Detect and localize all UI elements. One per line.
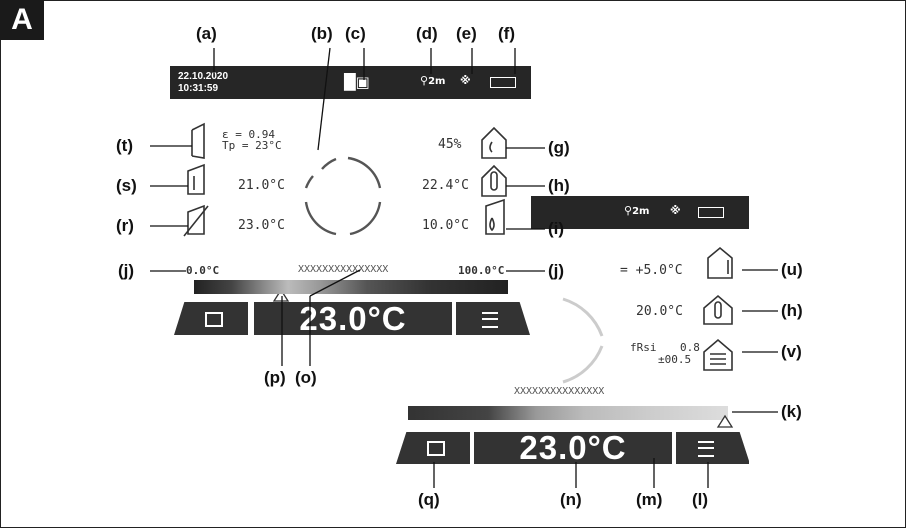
menu-icon [698, 441, 714, 457]
screen-b-icons [703, 246, 733, 371]
zoom-value: 2m [632, 206, 650, 217]
mean-temp-icon [183, 204, 209, 237]
callout-k: (k) [781, 402, 802, 421]
callout-p: (p) [264, 368, 286, 387]
menu-icon-a [482, 312, 498, 328]
measuring-circle-b [562, 297, 604, 384]
color-scale-bar-a [194, 280, 508, 294]
callout-f: (f) [498, 24, 515, 43]
zoom-icon: ⚲2m [624, 204, 650, 217]
time-value: 10:31:59 [178, 83, 219, 94]
temperature-readout-a: 23.0°C [254, 300, 452, 337]
callout-m: (m) [636, 490, 663, 509]
frsi-label: fRsi [630, 341, 657, 354]
date-value: 22.10.2020 [178, 71, 229, 82]
humidity-value: 45% [438, 137, 462, 152]
dew-point-value: 10.0°C [422, 218, 469, 233]
ambient-temp-value-b: 20.0°C [636, 304, 683, 319]
gallery-button-a[interactable] [174, 302, 248, 335]
hint-text-a: XXXXXXXXXXXXXXX [298, 264, 389, 275]
callout-h-a: (h) [548, 176, 570, 195]
callout-u: (u) [781, 260, 803, 279]
scale-max-value: 100.0°C [458, 264, 505, 277]
measuring-circle-a [304, 156, 382, 236]
house-thermo-icon [707, 246, 733, 279]
callout-d: (d) [416, 24, 438, 43]
callout-v: (v) [781, 342, 802, 361]
menu-button-a[interactable] [456, 302, 530, 335]
dew-point-icon [485, 198, 505, 235]
scale-marker-a [272, 288, 290, 302]
callout-s: (s) [116, 176, 137, 195]
zoom-value-a: 2m [428, 76, 446, 87]
callout-h-b: (h) [781, 301, 803, 320]
device-screen-a: 22.10.2020 10:31:59 █▣ ⚲2m ※ ε = 0.94 Tp… [170, 66, 531, 345]
menu-button-b[interactable] [676, 432, 749, 464]
callout-e: (e) [456, 24, 477, 43]
bluetooth-icon-a: ※ [460, 74, 471, 87]
callout-a: (a) [196, 24, 217, 43]
mean-temp-value: 23.0°C [238, 218, 285, 233]
callout-q: (q) [418, 490, 440, 509]
ambient-temp-value-a: 22.4°C [422, 178, 469, 193]
scale-marker-b [716, 414, 734, 428]
callout-l: (l) [692, 490, 709, 509]
battery-icon [698, 207, 724, 218]
scale-min-value: 0.0°C [186, 264, 220, 277]
emissivity-icon [191, 122, 205, 159]
frsi-value: 0.8 [680, 341, 700, 354]
color-scale-bar-b [408, 406, 728, 420]
bluetooth-icon: ※ [670, 204, 681, 217]
figure-letter: A [0, 0, 44, 40]
thermometer-icon-b [703, 294, 733, 325]
reflected-temp-value: Tp = 23°C [222, 139, 282, 152]
delta-temp-value: = +5.0°C [620, 263, 683, 278]
frsi-tolerance: ±00.5 [658, 353, 692, 366]
callout-c: (c) [345, 24, 366, 43]
callout-t: (t) [116, 136, 133, 155]
status-bar-a: 22.10.2020 10:31:59 █▣ ⚲2m ※ [170, 66, 531, 99]
callout-o: (o) [295, 368, 317, 387]
humidity-house-icon [481, 126, 507, 159]
gallery-button-b[interactable] [396, 432, 470, 464]
temperature-readout-b: 23.0°C [474, 429, 672, 464]
callout-n: (n) [560, 490, 582, 509]
surface-temp-value: 21.0°C [238, 178, 285, 193]
thermometer-icon-a [481, 164, 507, 197]
image-icon [427, 441, 445, 456]
callout-j-left: (j) [118, 261, 135, 280]
screen-a-graphics [183, 122, 507, 302]
battery-icon-a [490, 77, 516, 88]
callout-g: (g) [548, 138, 570, 157]
callout-r: (r) [116, 216, 134, 235]
image-icon-a [205, 312, 223, 327]
callout-b: (b) [311, 24, 333, 43]
emissivity-value: ε = 0.94 [222, 128, 275, 141]
wall-moisture-icon [703, 338, 733, 371]
hint-text-b: XXXXXXXXXXXXXXX [514, 386, 605, 397]
zoom-icon-a: ⚲2m [420, 74, 446, 87]
laser-lock-icon: █▣ [344, 73, 370, 91]
callout-j-right: (j) [548, 261, 565, 280]
callout-i: (i) [548, 219, 565, 238]
